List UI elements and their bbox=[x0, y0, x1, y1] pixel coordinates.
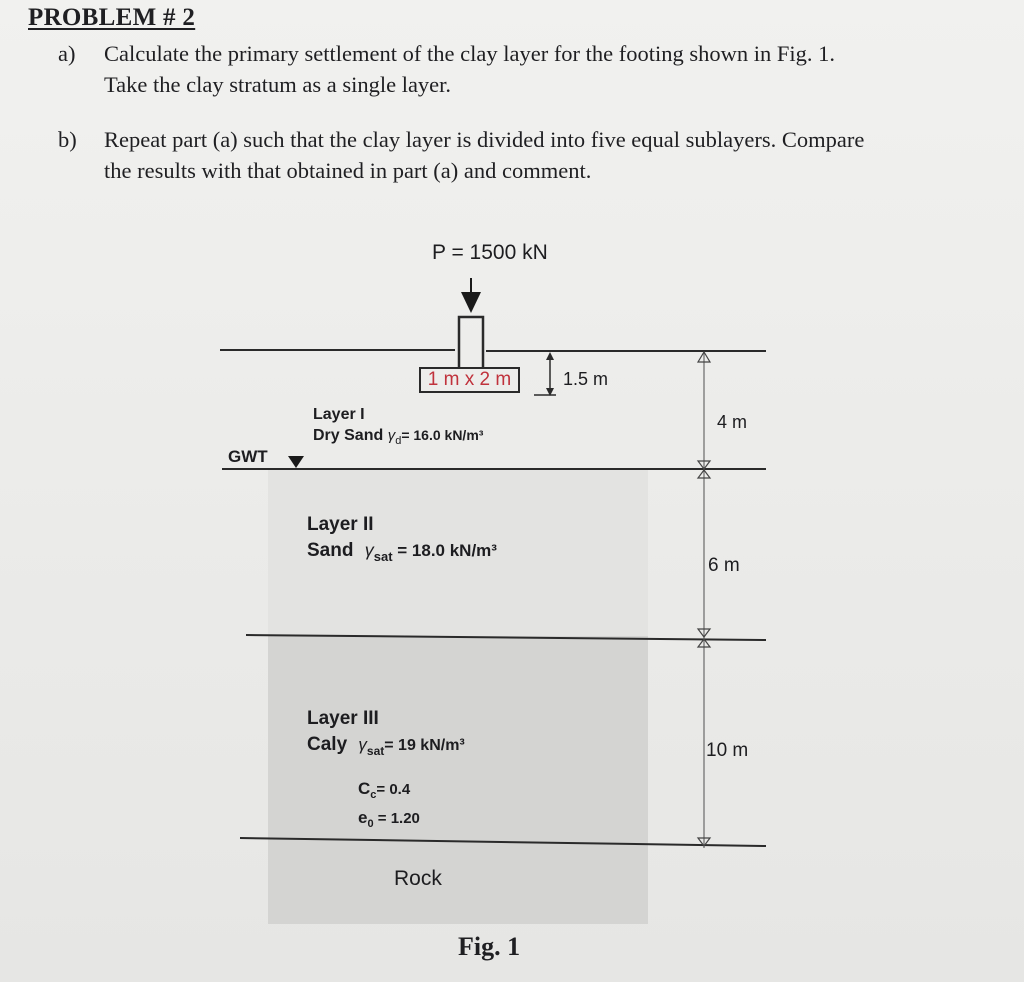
load-arrow-head bbox=[461, 292, 481, 313]
e0-subscript: 0 bbox=[367, 818, 374, 830]
part-b-label: b) bbox=[58, 127, 77, 152]
dim-arrow-6m-top bbox=[696, 469, 712, 479]
layer3-gamma-value: = 19 kN/m³ bbox=[384, 737, 465, 754]
dim-arrow-4m-bottom bbox=[696, 460, 712, 470]
layer1-name: Layer I bbox=[313, 406, 365, 423]
part-b-line-2: the results with that obtained in part (… bbox=[104, 158, 592, 183]
layer2-gamma-subscript: sat bbox=[373, 548, 393, 564]
layer2-thickness: 6 m bbox=[708, 555, 740, 576]
footing-size-box: 1 m x 2 m bbox=[419, 367, 520, 393]
layer2-gamma-symbol: γ bbox=[364, 540, 374, 560]
layer2-properties: Sand γsat = 18.0 kN/m³ bbox=[307, 540, 497, 564]
layer1-thickness: 4 m bbox=[717, 412, 748, 432]
cc-subscript: c bbox=[370, 789, 377, 801]
depth-dim-arrow-top bbox=[546, 352, 554, 360]
layer3-gamma-subscript: sat bbox=[366, 743, 385, 758]
problem-title: PROBLEM # 2 bbox=[28, 4, 196, 31]
figure-caption: Fig. 1 bbox=[458, 932, 521, 961]
footing-depth-label: 1.5 m bbox=[563, 369, 609, 389]
layer3-void-ratio: e0 = 1.20 bbox=[358, 808, 420, 830]
layer1-properties: Dry Sand γd= 16.0 kN/m³ bbox=[313, 427, 483, 447]
load-label: P = 1500 kN bbox=[432, 241, 548, 264]
depth-dim-arrow-bottom bbox=[546, 388, 554, 396]
dim-arrow-10m-top bbox=[696, 638, 712, 648]
rock-label: Rock bbox=[394, 867, 442, 890]
layer3-thickness: 10 m bbox=[706, 740, 749, 761]
layer3-gamma-symbol: γ bbox=[358, 735, 367, 754]
layer1-gamma-value: = 16.0 kN/m³ bbox=[401, 427, 484, 443]
footing-column bbox=[457, 315, 485, 368]
cc-symbol: C bbox=[358, 779, 371, 798]
clay-rock-shading bbox=[268, 636, 648, 924]
part-b: b) Repeat part (a) such that the clay la… bbox=[58, 124, 864, 183]
layer1-soil: Dry Sand bbox=[313, 427, 384, 444]
clay-rock-boundary bbox=[239, 837, 767, 847]
e0-value: = 1.20 bbox=[373, 810, 420, 827]
e0-symbol: e bbox=[358, 808, 368, 827]
part-a-line-1: Calculate the primary settlement of the … bbox=[104, 41, 836, 66]
layer2-gamma-value: = 18.0 kN/m³ bbox=[392, 541, 497, 560]
sand-clay-boundary bbox=[245, 634, 767, 641]
part-a-label: a) bbox=[58, 41, 76, 66]
layer1-gamma-symbol: γ bbox=[387, 427, 396, 444]
gwt-label: GWT bbox=[228, 447, 268, 466]
gwt-triangle-icon bbox=[288, 456, 304, 468]
part-b-text: Repeat part (a) such that the clay layer… bbox=[104, 124, 1004, 186]
dim-arrow-10m-bottom bbox=[696, 837, 712, 847]
dim-arrow-6m-bottom bbox=[696, 628, 712, 638]
cc-value: = 0.4 bbox=[376, 781, 411, 798]
layer2-name: Layer II bbox=[307, 514, 374, 535]
sand-layer-shading bbox=[268, 470, 648, 636]
layer3-compression-index: Cc= 0.4 bbox=[358, 779, 410, 801]
layer3-properties: Caly γsat= 19 kN/m³ bbox=[307, 734, 465, 758]
part-a-line-2: Take the clay stratum as a single layer. bbox=[104, 72, 452, 97]
part-a: a) Calculate the primary settlement of t… bbox=[58, 38, 835, 97]
part-a-text: Calculate the primary settlement of the … bbox=[104, 38, 1004, 100]
layer2-soil: Sand bbox=[307, 540, 354, 561]
dim-arrow-top-1 bbox=[696, 350, 712, 363]
layer1-gamma-subscript: d bbox=[395, 435, 402, 448]
part-b-line-1: Repeat part (a) such that the clay layer… bbox=[104, 127, 865, 152]
layer3-soil: Caly bbox=[307, 734, 348, 755]
layer3-name: Layer III bbox=[307, 708, 379, 729]
